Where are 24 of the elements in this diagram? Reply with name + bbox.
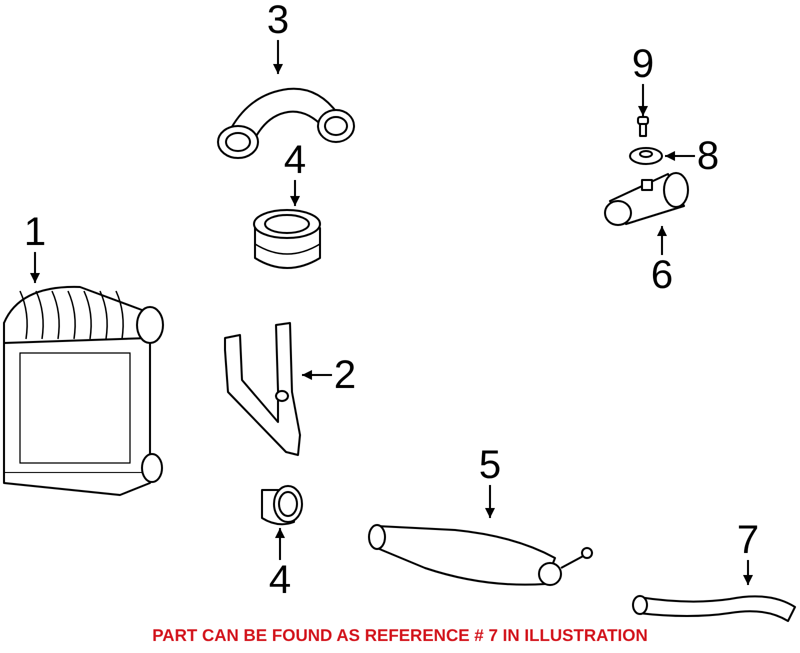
callout-number: 4 [282,140,308,180]
intercooler-drawing [0,283,165,498]
callout-number: 2 [332,355,358,395]
callout-number: 7 [735,520,761,560]
callout-number: 1 [22,212,48,252]
washer-drawing [628,146,665,166]
leader-arrow [275,528,285,560]
note-text: PART CAN BE FOUND AS REFERENCE # 7 IN ILLUSTRATION [151,626,649,646]
leader-arrow [665,151,695,161]
callout-number: 5 [477,445,503,485]
leader-arrow [290,180,300,206]
callout-number: 4 [267,560,293,600]
leader-arrow [302,370,332,380]
leader-arrow [638,84,648,116]
leader-arrow [657,226,667,255]
leader-arrow [485,485,495,518]
callout-number: 6 [649,255,675,295]
leader-arrow [273,40,283,74]
bolt-drawing [636,116,650,138]
callout-number: 9 [630,44,656,84]
leader-arrow [743,560,753,585]
callout-number: 8 [695,136,721,176]
leader-arrow [30,252,40,283]
callout-number: 3 [265,0,291,40]
